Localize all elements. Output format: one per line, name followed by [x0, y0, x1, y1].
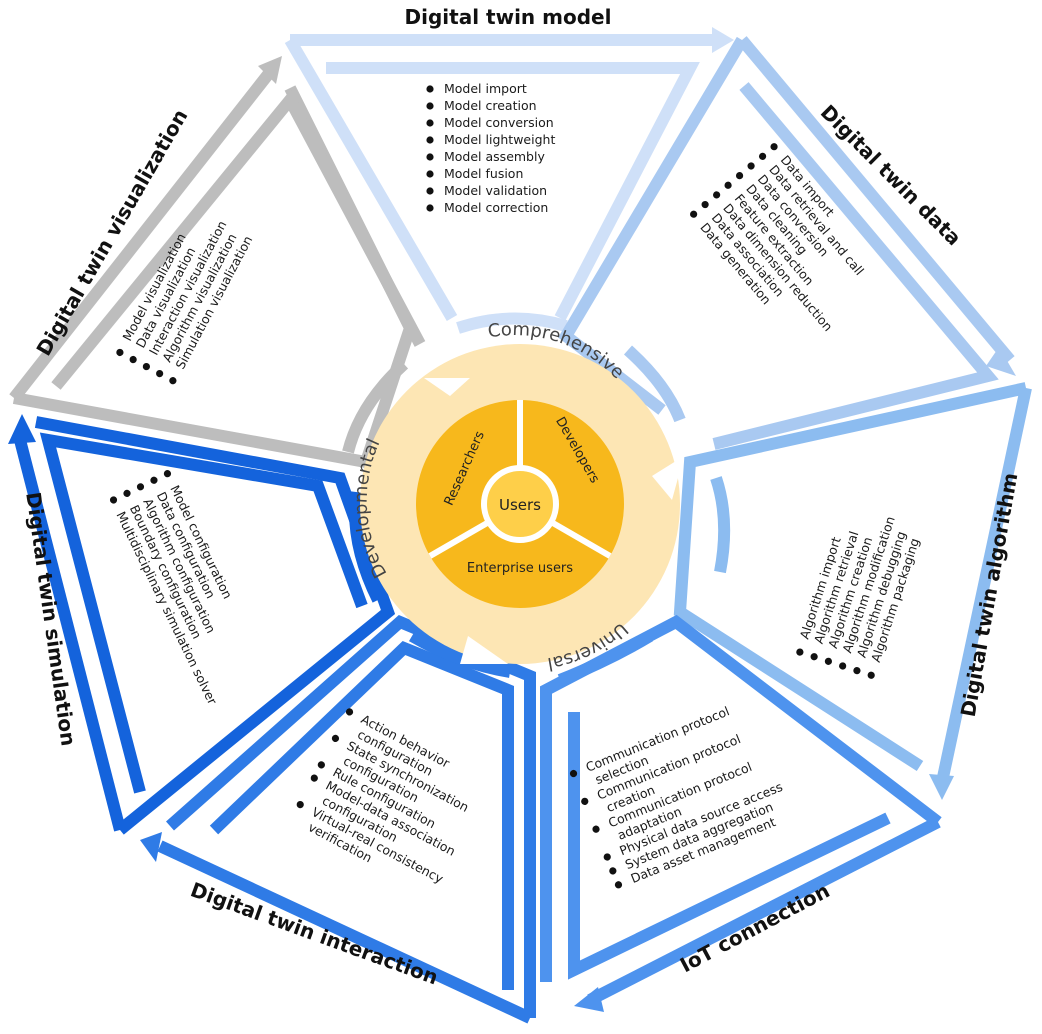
bullet-dot	[109, 496, 118, 504]
bullet-dot	[426, 102, 434, 110]
bullet-dot	[690, 210, 698, 218]
bullet-dot	[317, 761, 325, 769]
bullet-dot	[839, 662, 847, 670]
petal-label-2: Enterprise users	[467, 561, 573, 576]
bullet-dot	[824, 657, 833, 665]
bullet-dot	[713, 191, 721, 199]
sector-frame-iot	[540, 614, 942, 1012]
section-title-interaction: Digital twin interaction	[187, 877, 441, 989]
bullet-dot	[796, 648, 804, 656]
bullet-dot	[426, 204, 434, 212]
section-title-data: Digital twin data	[816, 100, 966, 250]
section-list-iot: Communication protocolselectionCommunica…	[569, 703, 785, 889]
list-item: Model fusion	[444, 166, 523, 181]
bullet-dot	[853, 667, 861, 675]
bullet-dot	[810, 653, 818, 661]
ring-notch-2	[652, 456, 684, 500]
bullet-dot	[426, 170, 434, 178]
bullet-dot	[426, 136, 434, 144]
list-item: Model lightweight	[444, 132, 555, 147]
ring-notch-3	[460, 636, 508, 664]
list-item: Model assembly	[444, 149, 545, 164]
bullet-dot	[142, 362, 150, 371]
bullet-dot	[345, 708, 354, 716]
bullet-dot	[116, 348, 124, 357]
core-circle	[481, 465, 559, 543]
core-label: Users	[499, 496, 541, 514]
list-item: Model correction	[444, 200, 548, 215]
section-title-model: Digital twin model	[405, 5, 612, 29]
sector-frame-visualization	[9, 56, 426, 469]
bullet-dot	[581, 797, 589, 805]
bullet-dot	[735, 172, 744, 180]
bullet-dot	[609, 867, 617, 875]
bullet-dot	[426, 119, 434, 127]
bullet-dot	[163, 470, 172, 478]
bullet-dot	[331, 734, 340, 742]
section-title-algorithm: Digital twin algorithm	[956, 471, 1023, 719]
bullet-dot	[426, 85, 434, 93]
ring-notch-1	[424, 378, 470, 396]
list-item: Model validation	[444, 183, 547, 198]
bullet-dot	[592, 825, 600, 833]
bullet-dot	[770, 143, 778, 151]
bullet-dot	[123, 489, 131, 497]
center-ring	[360, 344, 684, 664]
sector-frame-algorithm	[673, 382, 1032, 800]
bullet-dot	[426, 187, 434, 195]
bullet-dot	[701, 200, 709, 209]
bullet-dot	[150, 476, 158, 484]
bullet-dot	[569, 769, 578, 778]
list-item: Model import	[444, 81, 527, 96]
list-item: Model conversion	[444, 115, 554, 130]
list-item: Model creation	[444, 98, 537, 113]
bullet-dot	[169, 377, 177, 385]
sector-frame-simulation	[8, 414, 396, 835]
sector-frame-model	[284, 27, 734, 334]
bullet-dot	[758, 152, 767, 160]
bullet-dot	[296, 801, 304, 809]
bullet-dot	[136, 483, 145, 491]
bullet-dot	[310, 774, 318, 782]
bullet-dot	[724, 181, 732, 189]
bullet-dot	[156, 370, 164, 378]
bullet-dot	[747, 162, 755, 170]
bullet-dot	[614, 881, 623, 889]
bullet-dot	[129, 355, 137, 364]
sector-frame-data	[558, 36, 1016, 450]
bullet-dot	[603, 853, 611, 861]
bullet-dot	[867, 671, 875, 679]
bullet-dot	[426, 153, 434, 161]
section-title-iot: IoT connection	[676, 878, 834, 977]
